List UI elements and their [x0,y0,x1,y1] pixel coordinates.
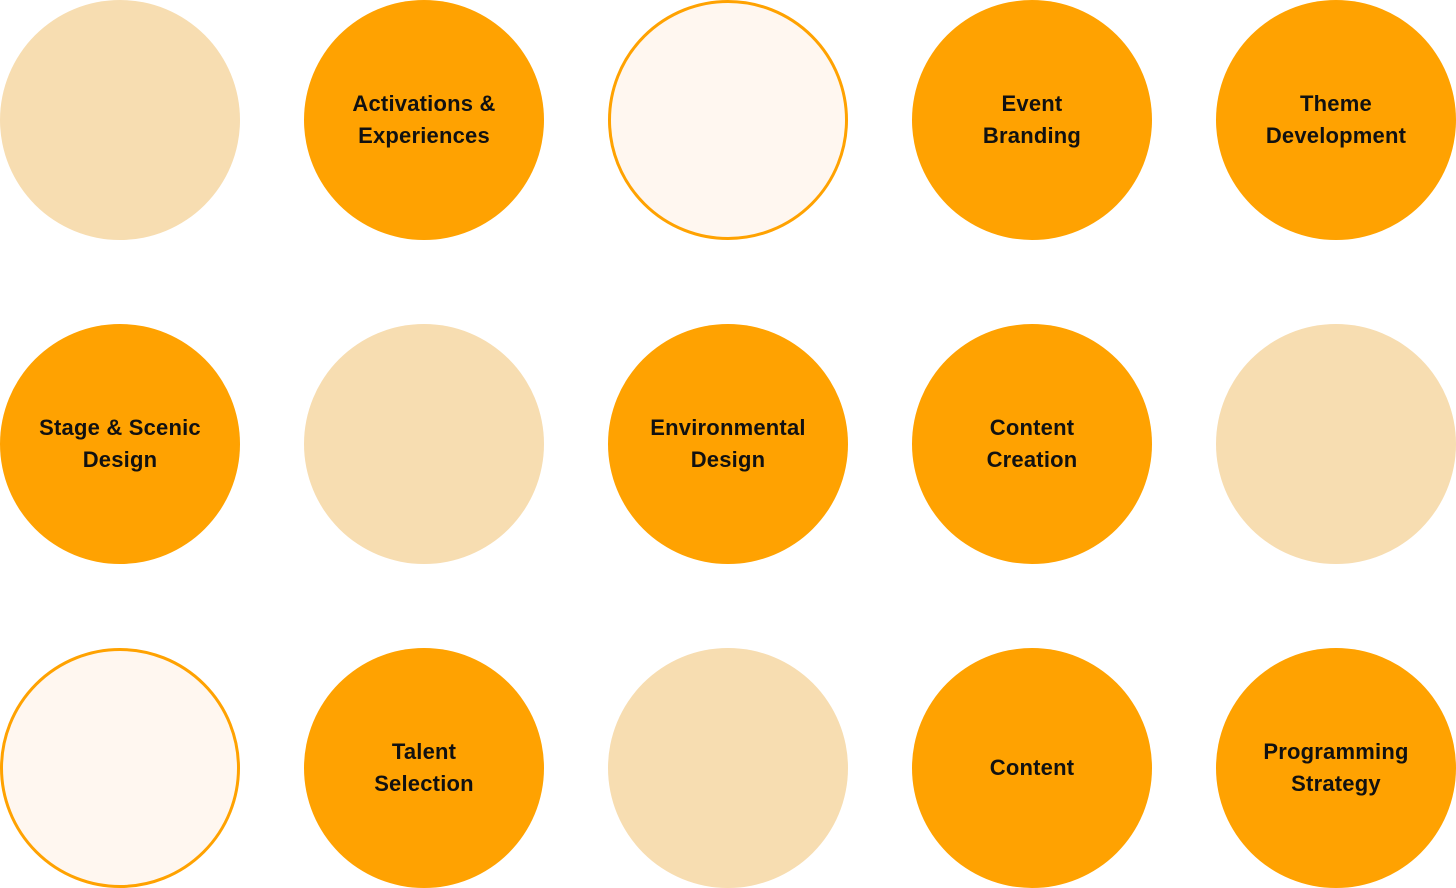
circle-content: Content [912,648,1152,888]
circle-stage-scenic-design: Stage & Scenic Design [0,324,240,564]
circle-environmental-design: Environmental Design [608,324,848,564]
circle-decorative-3 [304,324,544,564]
circle-label: Talent Selection [374,739,474,796]
circle-event-branding: Event Branding [912,0,1152,240]
circle-decorative-6 [608,648,848,888]
circle-decorative-1 [0,0,240,240]
circle-programming-strategy: Programming Strategy [1216,648,1456,888]
circle-content-creation: Content Creation [912,324,1152,564]
circle-activations-experiences: Activations & Experiences [304,0,544,240]
circle-label: Content [989,755,1075,780]
circle-decorative-2 [608,0,848,240]
circle-label: Environmental Design [650,415,806,472]
circle-label: Stage & Scenic Design [39,415,201,472]
circle-theme-development: Theme Development [1216,0,1456,240]
circle-decorative-4 [1216,324,1456,564]
circle-label: Content Creation [986,415,1078,472]
circle-label: Programming Strategy [1263,739,1409,796]
circle-label: Event Branding [982,91,1082,148]
circle-decorative-5 [0,648,240,888]
circle-talent-selection: Talent Selection [304,648,544,888]
circle-label: Theme Development [1265,91,1407,148]
circle-label: Activations & Experiences [352,91,496,148]
